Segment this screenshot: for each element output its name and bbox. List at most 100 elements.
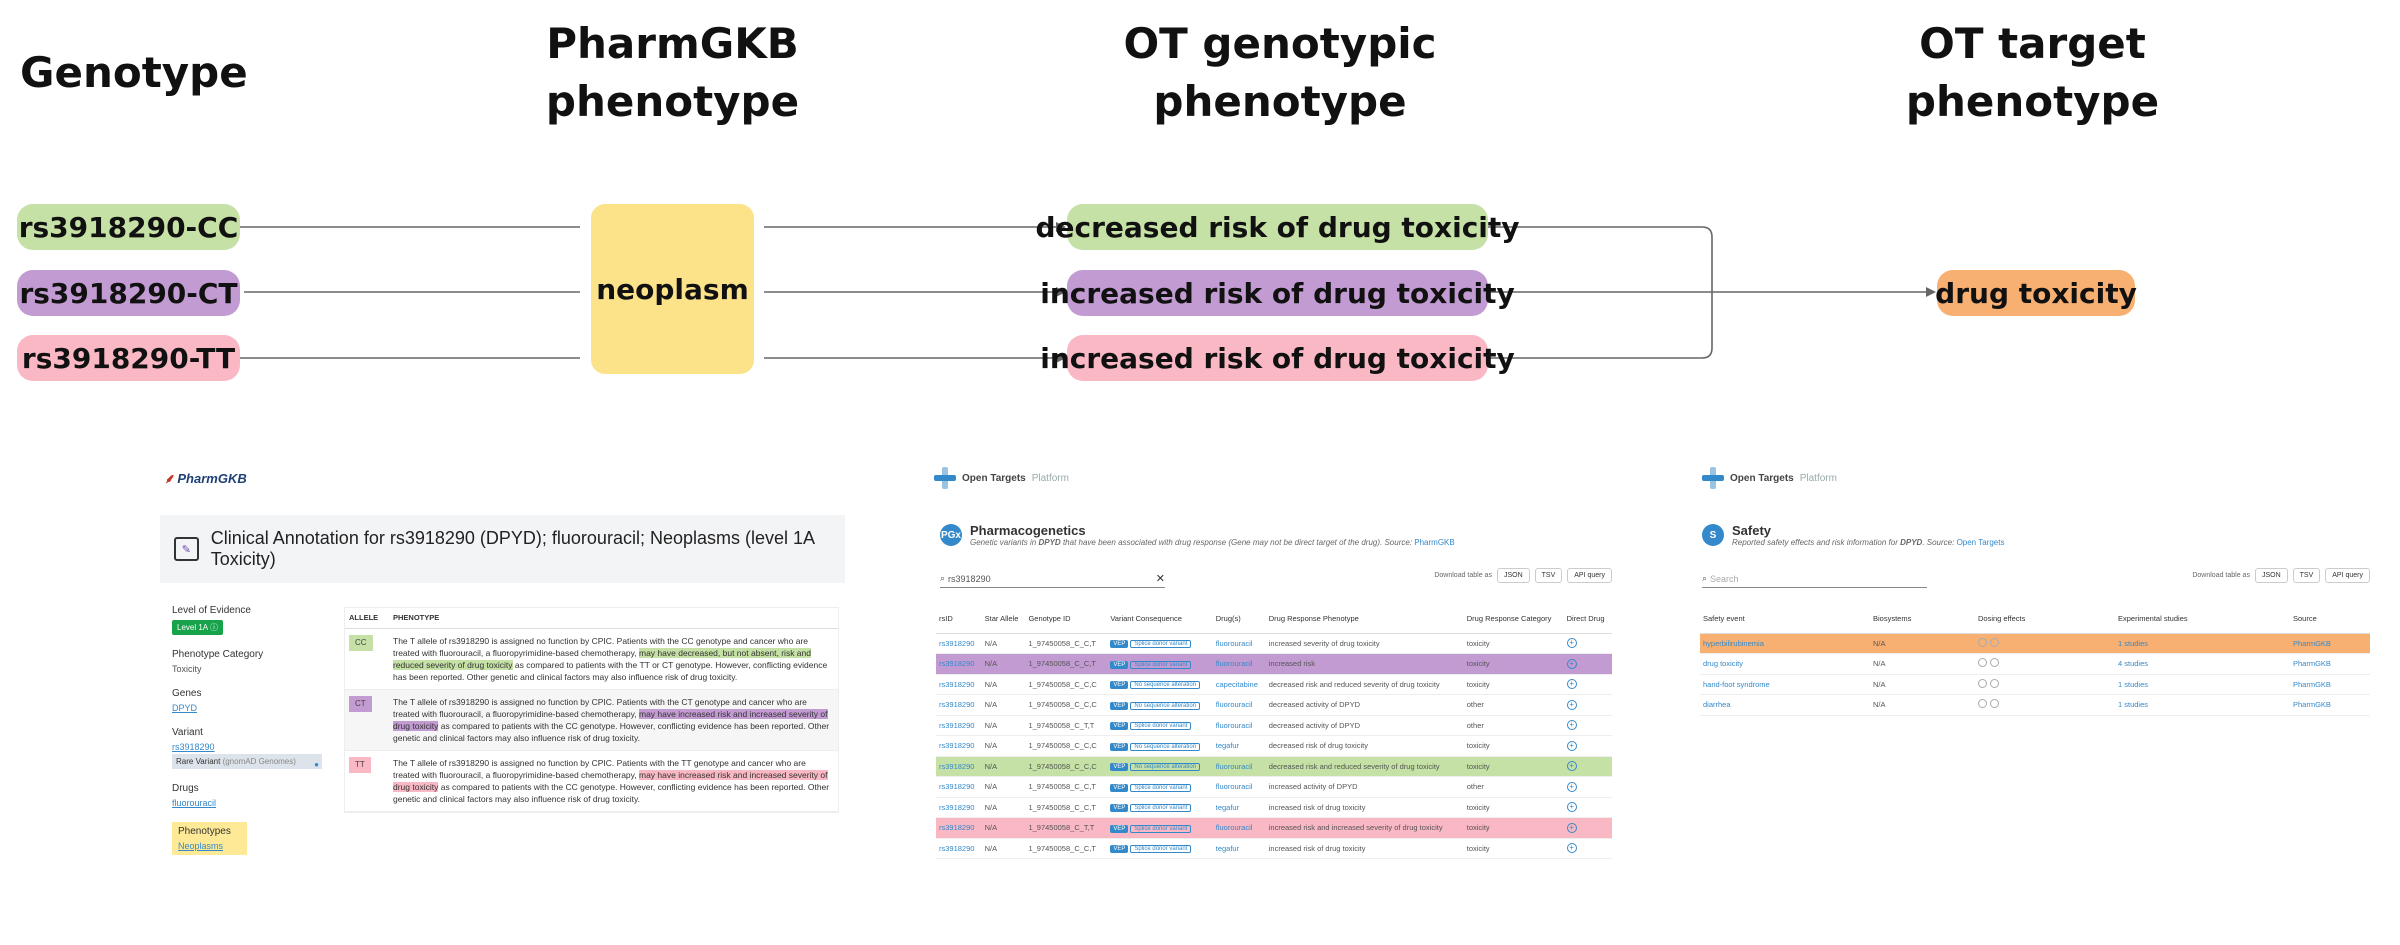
- direct-drug-icon[interactable]: +: [1566, 761, 1577, 772]
- annotation-details: Level of Evidence Level 1A ⓘ Phenotype C…: [172, 605, 322, 855]
- direct-drug-icon[interactable]: +: [1566, 740, 1577, 751]
- rsid-link[interactable]: rs3918290: [939, 782, 975, 792]
- drug-link[interactable]: fluorouracil: [1215, 823, 1253, 833]
- consequence-badge[interactable]: Splice donor variant: [1130, 660, 1192, 669]
- direct-drug-icon[interactable]: +: [1566, 638, 1577, 649]
- rsid-link[interactable]: rs3918290: [939, 741, 975, 751]
- drug-link[interactable]: fluorouracil: [1215, 659, 1253, 669]
- search-input[interactable]: ⌕ rs3918290 ✕: [940, 570, 1165, 588]
- tsv-button[interactable]: TSV: [1534, 568, 1563, 583]
- source-link[interactable]: PharmGKB: [2293, 659, 2331, 669]
- safety-event-link[interactable]: drug toxicity: [1703, 659, 1744, 669]
- consequence-badge[interactable]: No sequence alteration: [1130, 742, 1201, 751]
- column-header[interactable]: Drug Response Category: [1463, 605, 1564, 634]
- consequence-badge[interactable]: Splice donor variant: [1130, 845, 1192, 854]
- column-header[interactable]: Star Allele: [981, 605, 1026, 634]
- column-header[interactable]: Source: [2290, 605, 2370, 634]
- safety-event-link[interactable]: diarrhea: [1703, 700, 1731, 710]
- consequence-badge[interactable]: Splice donor variant: [1130, 824, 1192, 833]
- phenotypes-link[interactable]: Neoplasms: [178, 841, 224, 851]
- rsid-link[interactable]: rs3918290: [939, 679, 975, 689]
- rsid-link[interactable]: rs3918290: [939, 802, 975, 812]
- direct-drug-icon[interactable]: +: [1566, 781, 1577, 792]
- drug-link[interactable]: fluorouracil: [1215, 638, 1253, 648]
- direct-drug-icon[interactable]: +: [1566, 699, 1577, 710]
- direct-drug-icon[interactable]: +: [1566, 822, 1577, 833]
- json-button[interactable]: JSON: [1496, 568, 1530, 583]
- drug-link[interactable]: tegafur: [1215, 843, 1240, 853]
- source-link[interactable]: PharmGKB: [2293, 700, 2331, 710]
- column-header[interactable]: Biosystems: [1870, 605, 1975, 634]
- drug-link[interactable]: fluorouracil: [1215, 720, 1253, 730]
- column-header[interactable]: Genotype ID: [1025, 605, 1108, 634]
- vep-badge[interactable]: VEP: [1110, 783, 1129, 792]
- direct-drug-icon[interactable]: +: [1566, 658, 1577, 669]
- api-query-button[interactable]: API query: [2325, 568, 2370, 583]
- vep-badge[interactable]: VEP: [1110, 722, 1129, 731]
- star-allele: N/A: [984, 638, 998, 648]
- safety-event-link[interactable]: hand-foot syndrome: [1703, 679, 1770, 689]
- studies-link[interactable]: 1 studies: [2118, 700, 2149, 710]
- drug-link[interactable]: tegafur: [1215, 802, 1240, 812]
- source-link[interactable]: PharmGKB: [2293, 638, 2331, 648]
- vep-badge[interactable]: VEP: [1110, 804, 1129, 813]
- column-header[interactable]: Dosing effects: [1975, 605, 2115, 634]
- pharmgkb-screenshot: ⸙ PharmGKB ✎ Clinical Annotation for rs3…: [160, 465, 845, 905]
- column-header[interactable]: Direct Drug: [1563, 605, 1612, 634]
- vep-badge[interactable]: VEP: [1110, 742, 1129, 751]
- rsid-link[interactable]: rs3918290: [939, 843, 975, 853]
- search-input[interactable]: ⌕ Search: [1702, 570, 1927, 588]
- source-link[interactable]: Open Targets: [1956, 538, 2005, 547]
- consequence-badge[interactable]: No sequence alteration: [1130, 701, 1201, 710]
- drugs-link[interactable]: fluorouracil: [172, 798, 217, 808]
- json-button[interactable]: JSON: [2254, 568, 2288, 583]
- vep-badge[interactable]: VEP: [1110, 681, 1129, 690]
- studies-link[interactable]: 1 studies: [2118, 679, 2149, 689]
- vep-badge[interactable]: VEP: [1110, 701, 1129, 710]
- consequence-badge[interactable]: Splice donor variant: [1130, 804, 1192, 813]
- studies-link[interactable]: 1 studies: [2118, 638, 2149, 648]
- rsid-link[interactable]: rs3918290: [939, 659, 975, 669]
- rsid-link[interactable]: rs3918290: [939, 761, 975, 771]
- consequence-badge[interactable]: No sequence alteration: [1130, 681, 1201, 690]
- drug-link[interactable]: capecitabine: [1215, 679, 1258, 689]
- vep-badge[interactable]: VEP: [1110, 660, 1129, 669]
- drug-link[interactable]: fluorouracil: [1215, 782, 1253, 792]
- vep-badge[interactable]: VEP: [1110, 640, 1129, 649]
- consequence-badge[interactable]: Splice donor variant: [1130, 640, 1192, 649]
- rsid-link[interactable]: rs3918290: [939, 700, 975, 710]
- safety-event-link[interactable]: hyperbilirubinemia: [1703, 638, 1764, 648]
- column-header[interactable]: Variant Consequence: [1107, 605, 1213, 634]
- vep-badge[interactable]: VEP: [1110, 845, 1129, 854]
- drug-link[interactable]: fluorouracil: [1215, 761, 1253, 771]
- consequence-badge[interactable]: Splice donor variant: [1130, 783, 1192, 792]
- tsv-button[interactable]: TSV: [2292, 568, 2321, 583]
- direct-drug-icon[interactable]: +: [1566, 679, 1577, 690]
- column-header[interactable]: Drug(s): [1212, 605, 1266, 634]
- variant-link[interactable]: rs3918290: [172, 742, 215, 752]
- direct-drug-icon[interactable]: +: [1566, 843, 1577, 854]
- column-header[interactable]: Experimental studies: [2115, 605, 2290, 634]
- source-link[interactable]: PharmGKB: [2293, 679, 2331, 689]
- column-header[interactable]: rsID: [936, 605, 982, 634]
- studies-link[interactable]: 4 studies: [2118, 659, 2149, 669]
- download-bar: Download table as JSON TSV API query: [2192, 568, 2370, 583]
- drug-link[interactable]: tegafur: [1215, 741, 1240, 751]
- consequence-badge[interactable]: Splice donor variant: [1130, 722, 1192, 731]
- column-header[interactable]: Safety event: [1700, 605, 1870, 634]
- vep-badge[interactable]: VEP: [1110, 824, 1129, 833]
- direct-drug-icon[interactable]: +: [1566, 802, 1577, 813]
- clear-icon[interactable]: ✕: [1155, 573, 1165, 585]
- vep-badge[interactable]: VEP: [1110, 763, 1129, 772]
- drug-link[interactable]: fluorouracil: [1215, 700, 1253, 710]
- rsid-link[interactable]: rs3918290: [939, 823, 975, 833]
- source-link[interactable]: PharmGKB: [1414, 538, 1455, 547]
- api-query-button[interactable]: API query: [1567, 568, 1612, 583]
- rsid-link[interactable]: rs3918290: [939, 720, 975, 730]
- rsid-link[interactable]: rs3918290: [939, 638, 975, 648]
- consequence-badge[interactable]: No sequence alteration: [1130, 763, 1201, 772]
- biosystems-value: N/A: [1873, 679, 1886, 689]
- direct-drug-icon[interactable]: +: [1566, 720, 1577, 731]
- genes-link[interactable]: DPYD: [172, 703, 198, 713]
- column-header[interactable]: Drug Response Phenotype: [1265, 605, 1464, 634]
